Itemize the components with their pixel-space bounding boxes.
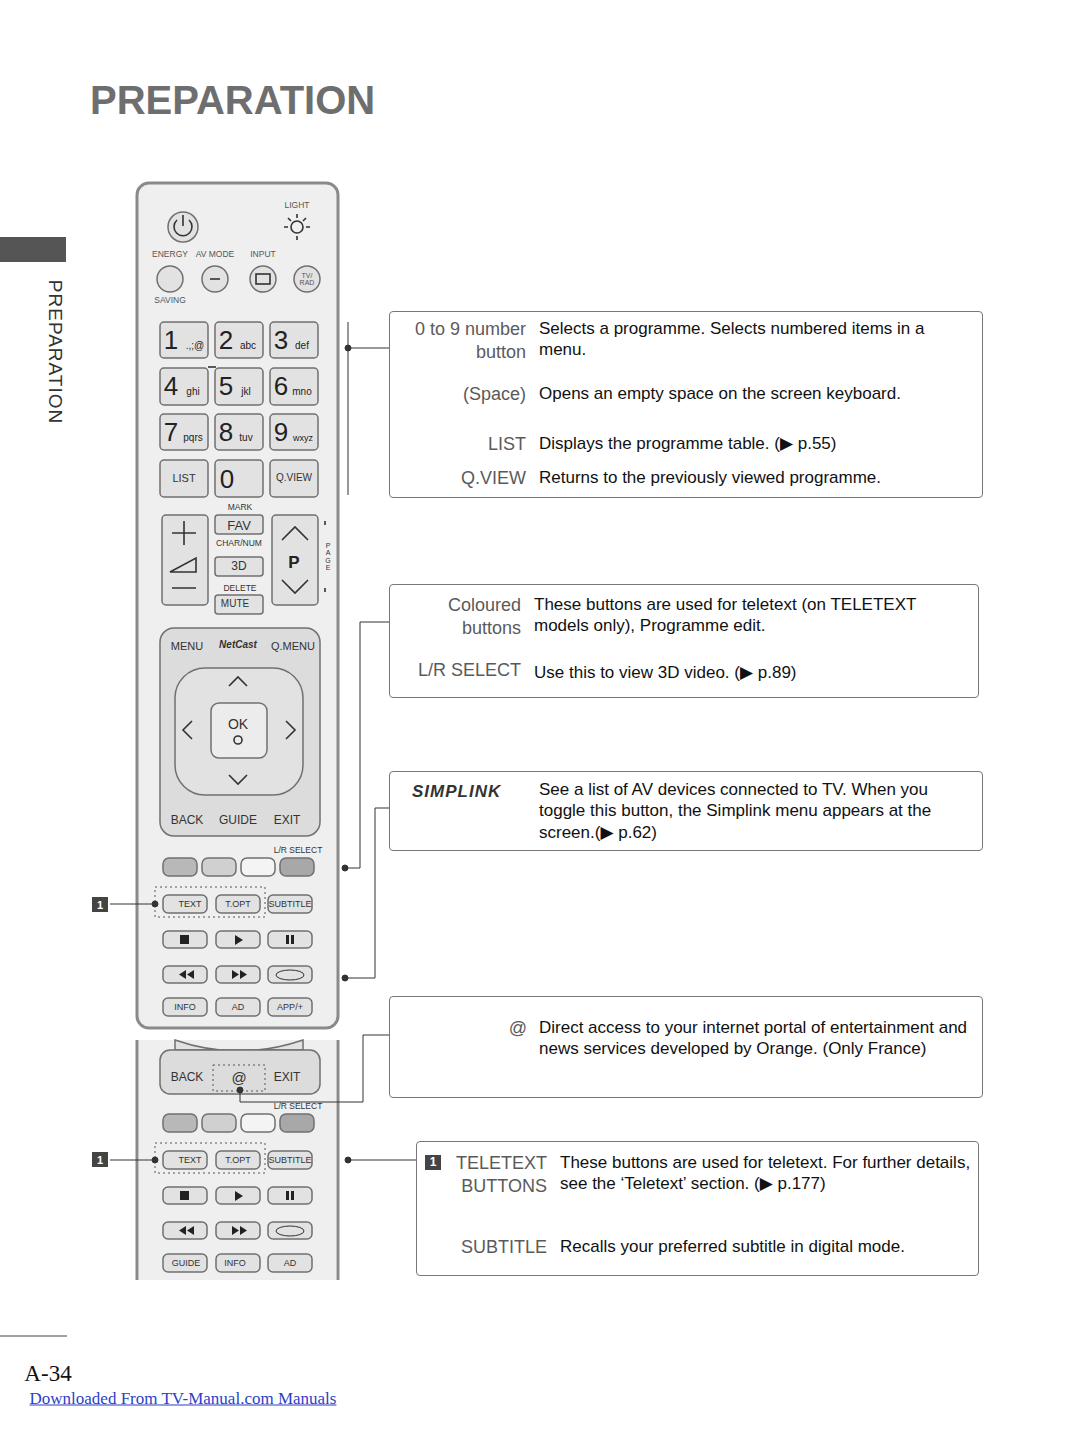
- label-text: T.OPT: [225, 900, 251, 909]
- label-text: 7: [164, 419, 178, 445]
- label-text: 2: [219, 327, 233, 353]
- label-text: 6: [274, 373, 288, 399]
- button-name: Q.VIEW: [426, 467, 526, 490]
- label-text: 3: [274, 327, 288, 353]
- label-text: AD: [232, 1003, 245, 1012]
- label-text: Downloaded From TV-Manual.com Manuals: [30, 1390, 337, 1407]
- label-text: DELETE: [223, 584, 256, 593]
- label-text: AD: [284, 1259, 297, 1268]
- description: Opens an empty space on the screen keybo…: [539, 383, 974, 404]
- label-text: BACK: [171, 1071, 204, 1083]
- description: Displays the programme table. (▶ p.55): [539, 433, 974, 454]
- label-text: GUIDE: [219, 814, 257, 826]
- label-text: ghi: [186, 387, 199, 397]
- label-text: pqrs: [183, 433, 202, 443]
- label-text: 3D: [231, 560, 246, 572]
- label-text: 4: [164, 373, 178, 399]
- button-name: TELETEXT BUTTONS: [437, 1152, 547, 1197]
- button-name: L/R SELECT: [391, 659, 521, 682]
- label-text: TEXT: [178, 900, 201, 909]
- label-text: SUBTITLE: [268, 900, 311, 909]
- label-text: FAV: [227, 519, 251, 532]
- description: Direct access to your internet portal of…: [539, 1017, 981, 1060]
- label-text: TV/ RAD: [298, 272, 316, 286]
- callout-number: 1: [425, 1155, 441, 1170]
- label-text: ENERGY: [152, 250, 188, 259]
- label-text: .,;@: [186, 341, 205, 351]
- label-text: jkl: [241, 387, 250, 397]
- label-text: abc: [240, 341, 256, 351]
- label-text: 0: [220, 466, 234, 492]
- label-text: MUTE: [221, 599, 249, 609]
- label-text: EXIT: [274, 814, 301, 826]
- label-text: TEXT: [178, 1156, 201, 1165]
- description: These buttons are used for teletext (on …: [534, 594, 974, 637]
- label-text: APP/+: [277, 1003, 303, 1012]
- description: Returns to the previously viewed program…: [539, 467, 974, 488]
- label-text: A-34: [24, 1362, 71, 1385]
- callout-box: 0 to 9 number button Selects a programme.…: [389, 311, 983, 498]
- callout-box: 1TELETEXT BUTTONS These buttons are used …: [416, 1141, 979, 1276]
- button-name: SUBTITLE: [437, 1236, 547, 1259]
- label-text: MENU: [171, 641, 203, 652]
- label-text: 1: [97, 1155, 103, 1166]
- label-text: OK: [228, 717, 248, 731]
- button-name: (Space): [426, 383, 526, 406]
- callout-box: Coloured buttons These buttons are used f…: [389, 584, 979, 698]
- label-text: 5: [219, 373, 233, 399]
- label-text: GUIDE: [172, 1259, 201, 1268]
- button-name: 0 to 9 number button: [401, 318, 526, 363]
- description: See a list of AV devices connected to TV…: [539, 779, 979, 843]
- label-text: tuv: [239, 433, 252, 443]
- page-title: PREPARATION: [90, 78, 375, 123]
- label-text: LIGHT: [284, 201, 309, 210]
- label-text: 1: [97, 900, 103, 911]
- label-text: 9: [274, 419, 288, 445]
- description: Use this to view 3D video. (▶ p.89): [534, 662, 974, 683]
- label-text: PAGE: [325, 542, 332, 571]
- label-text: @: [231, 1070, 246, 1085]
- label-text: CHAR/NUM: [216, 539, 262, 548]
- label-text: AV MODE: [196, 250, 235, 259]
- label-text: INPUT: [250, 250, 276, 259]
- label-text: def: [295, 341, 309, 351]
- label-text: Q.VIEW: [276, 473, 312, 483]
- label-text: Q.MENU: [271, 641, 315, 652]
- button-name: LIST: [426, 433, 526, 456]
- label-text: 1: [164, 327, 178, 353]
- label-text: P: [288, 554, 299, 571]
- callout-box: SIMPLINK See a list of AV devices connect…: [389, 771, 983, 851]
- label-text: NetCast: [219, 640, 257, 650]
- label-text: INFO: [174, 1003, 196, 1012]
- button-name: Coloured buttons: [421, 594, 521, 639]
- label-text: SUBTITLE: [268, 1156, 311, 1165]
- label-text: wxyz: [293, 434, 313, 443]
- label-text: MARK: [228, 503, 253, 512]
- description: Recalls your preferred subtitle in digit…: [560, 1236, 974, 1257]
- label-text: INFO: [224, 1259, 246, 1268]
- label-text: BACK: [171, 814, 204, 826]
- description: These buttons are used for teletext. For…: [560, 1152, 974, 1195]
- description: Selects a programme. Selects numbered it…: [539, 318, 974, 361]
- label-text: mno: [292, 387, 311, 397]
- callout-box: @ Direct access to your internet portal o…: [389, 996, 983, 1098]
- label-text: EXIT: [274, 1071, 301, 1083]
- label-text: T.OPT: [225, 1156, 251, 1165]
- label-text: L/R SELECT: [274, 846, 323, 855]
- button-name: @: [487, 1017, 527, 1040]
- label-text: SAVING: [154, 296, 186, 305]
- label-text: PREPARATION: [46, 280, 65, 424]
- simplink-logo: SIMPLINK: [412, 781, 527, 802]
- label-text: 8: [219, 419, 233, 445]
- label-text: LIST: [172, 473, 195, 484]
- label-text: L/R SELECT: [274, 1102, 323, 1111]
